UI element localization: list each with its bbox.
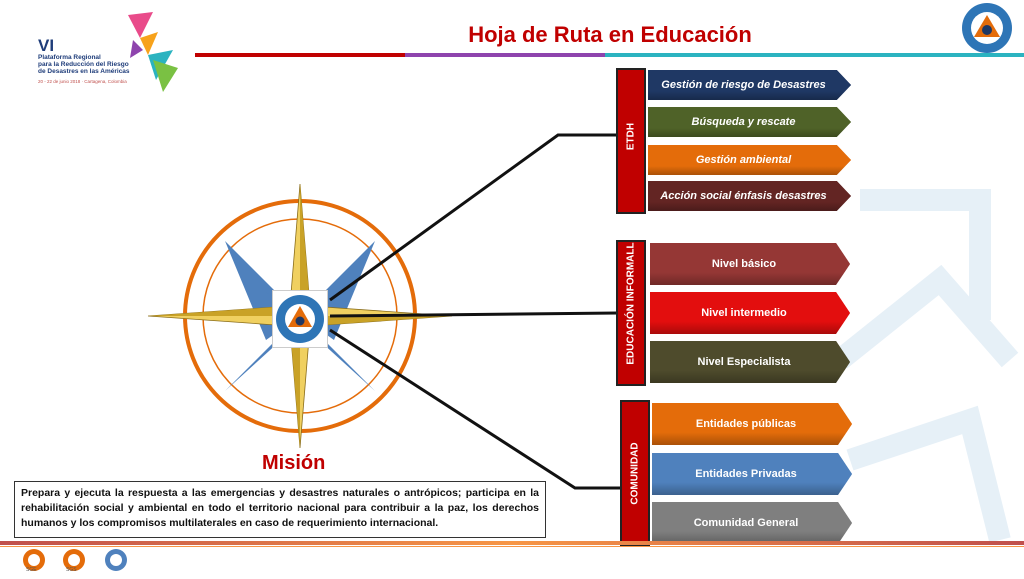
- comunidad-item-2-label: Entidades Privadas: [695, 468, 797, 480]
- comunidad-item-1: Entidades públicas: [652, 403, 852, 445]
- event-logo: VI Plataforma Regional para la Reducción…: [30, 10, 195, 100]
- group-etdh-bar: ETDH: [616, 68, 646, 214]
- org-logo-top: [962, 3, 1012, 53]
- event-logo-line2: para la Reducción del Riesgo: [38, 61, 129, 68]
- educacion-item-3: Nivel Especialista: [650, 341, 850, 383]
- event-logo-roman: VI: [38, 36, 55, 55]
- group-educacion-bar: EDUCACIÓN INFORMALL: [616, 240, 646, 386]
- etdh-item-1: Gestión de riesgo de Desastres: [648, 70, 851, 100]
- educacion-item-1: Nivel básico: [650, 243, 850, 285]
- etdh-item-4-label: Acción social énfasis desastres: [660, 190, 827, 202]
- educacion-item-2-label: Nivel intermedio: [701, 307, 787, 319]
- background-pattern: [833, 189, 1019, 543]
- comunidad-item-1-label: Entidades públicas: [695, 418, 797, 430]
- educacion-item-1-label: Nivel básico: [711, 258, 777, 270]
- footer-logo-1-label: SGE: [26, 567, 37, 573]
- comunidad-item-3: Comunidad General: [652, 502, 852, 544]
- educacion-item-2: Nivel intermedio: [650, 292, 850, 334]
- page-title: Hoja de Ruta en Educación: [468, 22, 752, 47]
- group-comunidad-label: COMUNIDAD: [629, 442, 641, 505]
- mision-title: Misión: [262, 452, 326, 474]
- etdh-item-2-label: Búsqueda y rescate: [691, 116, 796, 128]
- etdh-item-2: Búsqueda y rescate: [648, 107, 851, 137]
- footer-divider-thin: [0, 546, 1024, 547]
- footer-logo-graphics: [23, 549, 127, 571]
- comunidad-item-3-label: Comunidad General: [693, 517, 799, 529]
- compass-center-logo: [272, 290, 328, 348]
- group-educacion-label: EDUCACIÓN INFORMALL: [625, 242, 637, 365]
- mision-text: Prepara y ejecuta la respuesta a las eme…: [14, 481, 546, 538]
- etdh-item-4: Acción social énfasis desastres: [648, 181, 851, 211]
- header-divider: [195, 53, 1024, 57]
- event-logo-graphic: [128, 12, 178, 92]
- etdh-item-3: Gestión ambiental: [648, 145, 851, 175]
- group-comunidad-bar: COMUNIDAD: [620, 400, 650, 546]
- event-logo-line1: Plataforma Regional: [38, 54, 101, 61]
- etdh-item-3-label: Gestión ambiental: [695, 154, 792, 166]
- event-logo-line3: de Desastres en las Américas: [38, 68, 130, 75]
- footer-divider: [0, 541, 1024, 545]
- etdh-item-1-label: Gestión de riesgo de Desastres: [661, 79, 826, 91]
- footer-logo-2-label: SGS: [66, 567, 77, 573]
- group-etdh-label: ETDH: [625, 122, 637, 151]
- footer-logos: SGE SGS: [16, 548, 146, 574]
- event-logo-date: 20 - 22 de junio 2018 · Cartagena, Colom…: [38, 79, 127, 84]
- comunidad-item-2: Entidades Privadas: [652, 453, 852, 495]
- educacion-item-3-label: Nivel Especialista: [697, 356, 791, 368]
